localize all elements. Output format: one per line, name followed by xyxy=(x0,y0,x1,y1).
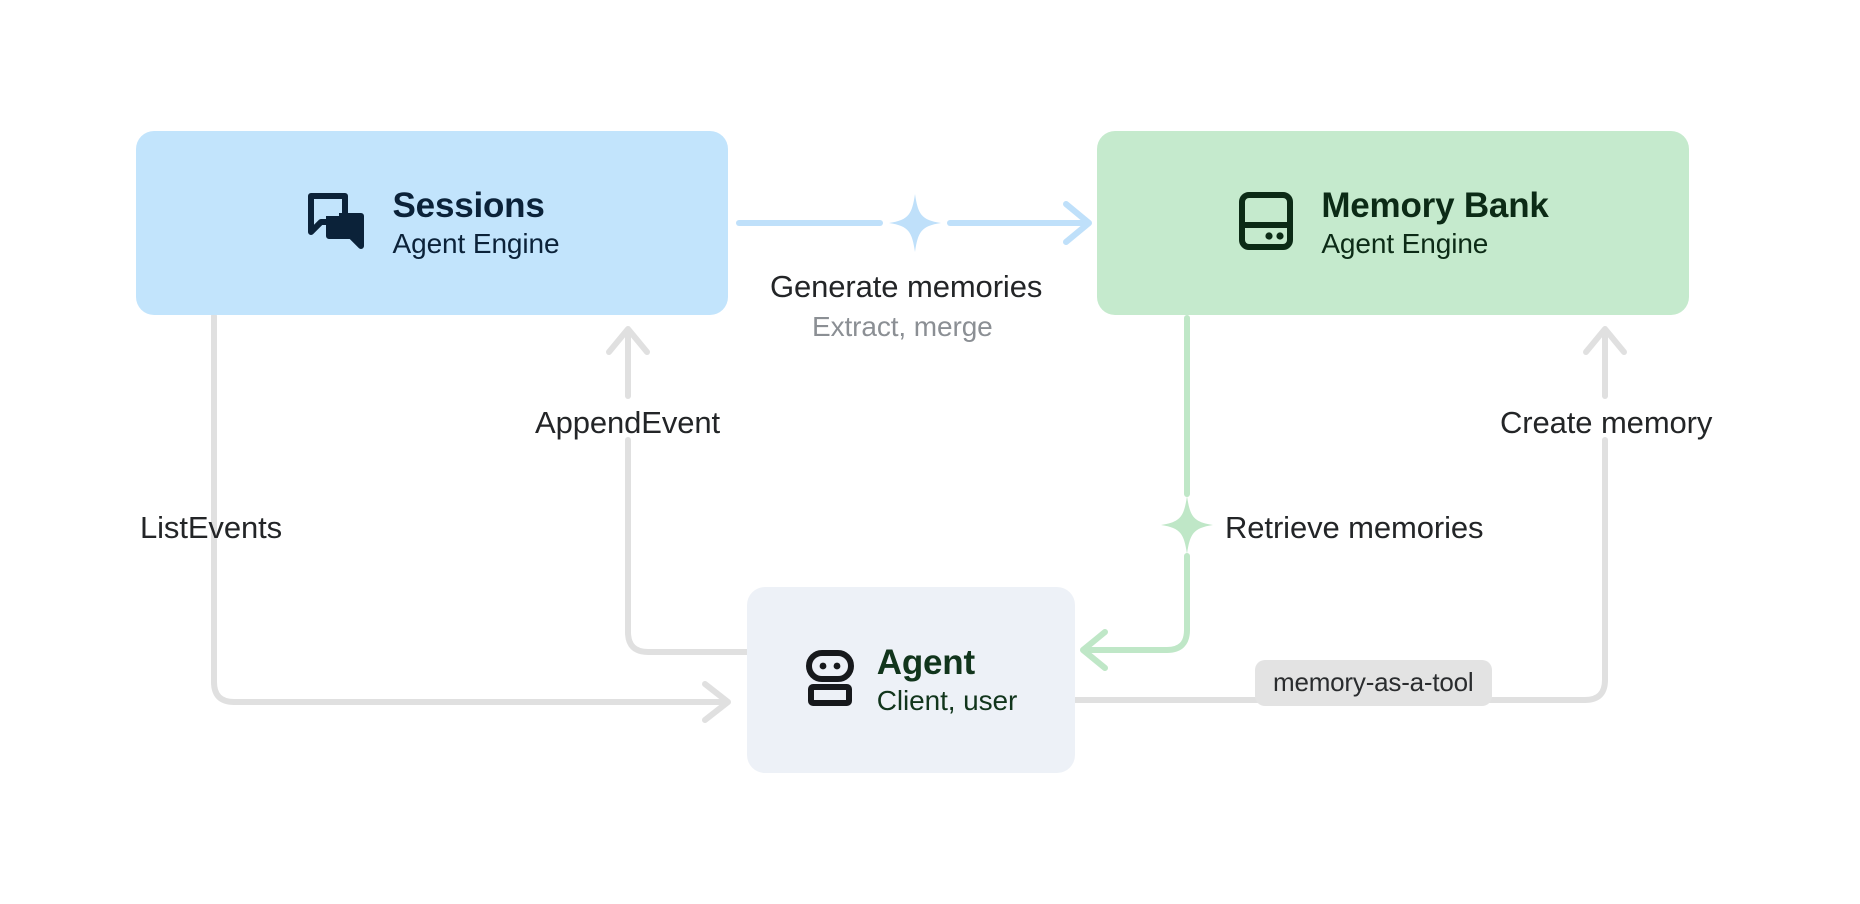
edge-generate-memories-arrowhead xyxy=(1063,201,1092,245)
edge-list-events-arrowhead xyxy=(702,681,731,723)
edge-label-create-memory: Create memory xyxy=(1500,405,1713,440)
edge-list-events-path xyxy=(211,313,725,705)
edge-retrieve-memories-path-lower xyxy=(1085,553,1190,653)
edge-sublabel-generate-memories: Extract, merge xyxy=(812,311,993,342)
badge-memory-as-a-tool[interactable]: memory-as-a-tool xyxy=(1255,660,1492,706)
node-memory-bank[interactable]: Memory Bank Agent Engine xyxy=(1097,131,1689,315)
sparkle-icon-generate xyxy=(889,194,941,252)
node-sessions-text: Sessions Agent Engine xyxy=(393,186,560,260)
robot-icon xyxy=(805,649,855,711)
node-sessions-subtitle: Agent Engine xyxy=(392,228,560,260)
edge-retrieve-memories-arrowhead xyxy=(1080,629,1108,671)
node-agent[interactable]: Agent Client, user xyxy=(747,587,1075,773)
edge-label-append-event: AppendEvent xyxy=(535,405,721,440)
node-agent-text: Agent Client, user xyxy=(876,642,1018,717)
edge-label-list-events: ListEvents xyxy=(140,510,283,545)
edge-append-event-arrowhead xyxy=(606,326,650,355)
node-memory-bank-subtitle: Agent Engine xyxy=(1321,228,1489,260)
edge-create-memory-arrowhead xyxy=(1583,326,1627,355)
edge-label-retrieve-memories: Retrieve memories xyxy=(1225,510,1484,545)
node-sessions-title: Sessions xyxy=(392,185,545,225)
sparkle-icon-retrieve xyxy=(1161,496,1213,554)
node-memory-bank-text: Memory Bank Agent Engine xyxy=(1321,185,1549,260)
node-agent-title: Agent xyxy=(876,642,975,682)
node-sessions[interactable]: Sessions Agent Engine xyxy=(136,131,728,315)
node-memory-bank-title: Memory Bank xyxy=(1321,185,1549,225)
node-agent-subtitle: Client, user xyxy=(876,685,1018,717)
memory-bank-icon xyxy=(1237,190,1295,257)
edge-label-generate-memories: Generate memories xyxy=(770,269,1043,304)
edge-append-event-path-lower xyxy=(625,437,750,655)
edge-create-memory-path-lower xyxy=(1072,437,1608,703)
chat-bubbles-icon xyxy=(305,190,367,257)
